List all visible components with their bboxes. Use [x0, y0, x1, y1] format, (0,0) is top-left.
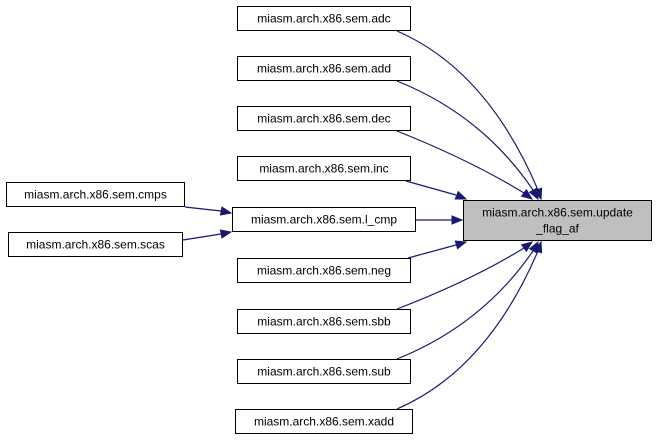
edge-line	[396, 247, 525, 310]
edge-inc-to-update-flag-af	[405, 180, 468, 200]
edge-dec-to-update-flag-af	[396, 130, 534, 200]
edges-layer	[182, 30, 543, 410]
node-sub[interactable]: miasm.arch.x86.sem.sub	[237, 359, 411, 384]
node-update-flag-af[interactable]: miasm.arch.x86.sem.update _flag_af	[463, 200, 652, 241]
node-l-cmp[interactable]: miasm.arch.x86.sem.l_cmp	[232, 207, 416, 232]
node-add-label: miasm.arch.x86.sem.add	[257, 62, 391, 76]
edge-line	[405, 180, 457, 196]
edge-l-cmp-to-update-flag-af	[416, 215, 464, 225]
node-adc-label: miasm.arch.x86.sem.adc	[257, 12, 390, 26]
edge-cmps-to-l-cmp	[184, 206, 233, 216]
edge-line	[396, 130, 525, 194]
node-inc-label: miasm.arch.x86.sem.inc	[259, 162, 388, 176]
edge-line	[182, 233, 222, 241]
node-neg[interactable]: miasm.arch.x86.sem.neg	[237, 258, 411, 283]
node-cmps-label: miasm.arch.x86.sem.cmps	[24, 188, 167, 202]
node-l-cmp-label: miasm.arch.x86.sem.l_cmp	[251, 213, 397, 227]
edge-line	[396, 80, 534, 191]
node-xadd[interactable]: miasm.arch.x86.sem.xadd	[235, 409, 413, 434]
arrowhead-icon	[454, 240, 468, 250]
arrowhead-icon	[451, 215, 464, 225]
node-scas[interactable]: miasm.arch.x86.sem.scas	[8, 232, 183, 257]
node-update-flag-af-label-line1: miasm.arch.x86.sem.update	[482, 206, 633, 220]
edge-neg-to-update-flag-af	[407, 240, 468, 259]
node-scas-label: miasm.arch.x86.sem.scas	[26, 238, 165, 252]
edge-line	[184, 206, 222, 212]
edge-scas-to-l-cmp	[182, 229, 233, 241]
node-add[interactable]: miasm.arch.x86.sem.add	[237, 56, 411, 81]
node-sbb-label: miasm.arch.x86.sem.sbb	[257, 315, 391, 329]
nodes-layer: miasm.arch.x86.sem.adc miasm.arch.x86.se…	[6, 6, 652, 434]
edge-line	[396, 250, 539, 410]
arrowhead-icon	[454, 190, 468, 200]
edge-line	[396, 250, 534, 360]
node-sub-label: miasm.arch.x86.sem.sub	[257, 365, 391, 379]
node-dec[interactable]: miasm.arch.x86.sem.dec	[237, 106, 411, 131]
arrowhead-icon	[533, 240, 543, 254]
edge-add-to-update-flag-af	[396, 80, 539, 201]
node-cmps[interactable]: miasm.arch.x86.sem.cmps	[6, 182, 185, 207]
arrowhead-icon	[219, 206, 233, 216]
node-neg-label: miasm.arch.x86.sem.neg	[257, 264, 391, 278]
node-dec-label: miasm.arch.x86.sem.dec	[257, 112, 390, 126]
node-inc[interactable]: miasm.arch.x86.sem.inc	[237, 156, 411, 181]
arrowhead-icon	[219, 229, 233, 239]
node-xadd-label: miasm.arch.x86.sem.xadd	[254, 415, 394, 429]
node-update-flag-af-label-line2: _flag_af	[535, 222, 579, 236]
arrowhead-icon	[528, 187, 539, 201]
node-sbb[interactable]: miasm.arch.x86.sem.sbb	[237, 309, 411, 334]
node-adc[interactable]: miasm.arch.x86.sem.adc	[237, 6, 411, 31]
edge-adc-to-update-flag-af	[396, 30, 543, 201]
edge-line	[407, 244, 457, 259]
arrowhead-icon	[520, 188, 534, 200]
edge-xadd-to-update-flag-af	[396, 240, 543, 410]
edge-sbb-to-update-flag-af	[396, 241, 534, 310]
edge-line	[396, 30, 539, 191]
arrowhead-icon	[520, 241, 534, 253]
